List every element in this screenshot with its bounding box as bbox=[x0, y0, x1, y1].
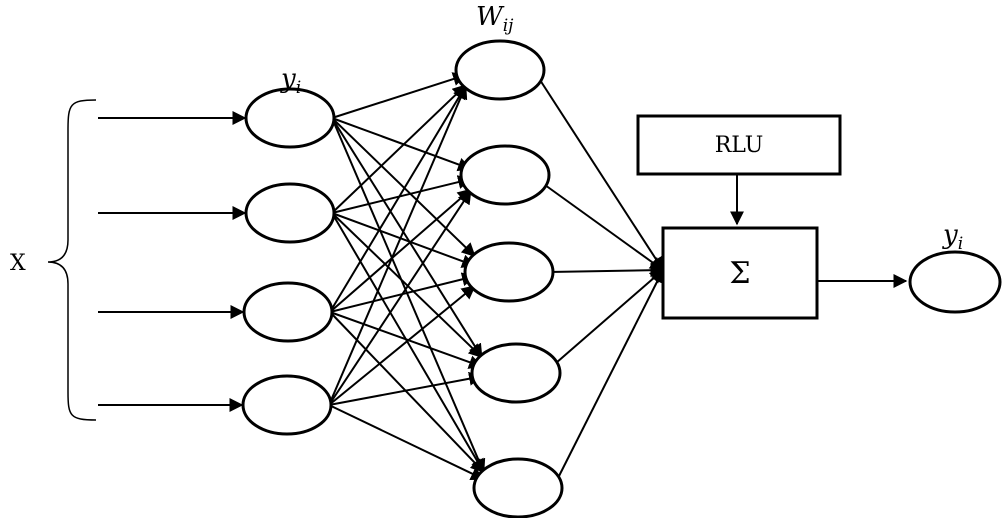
weights-label-sub: ij bbox=[503, 16, 514, 36]
input-node-label-sub: i bbox=[296, 78, 301, 98]
connection-edge bbox=[329, 311, 485, 474]
connection-edge bbox=[328, 84, 468, 406]
input-hidden-connections bbox=[328, 72, 486, 481]
hidden-to-sum-edge bbox=[539, 79, 664, 272]
input-label: X bbox=[10, 251, 26, 276]
input-arrows bbox=[98, 111, 247, 412]
input-node-label-main: y bbox=[280, 64, 296, 94]
output-node bbox=[908, 250, 1002, 314]
connection-edge bbox=[328, 404, 485, 481]
hidden-sum-connections bbox=[539, 79, 665, 479]
connection-edge bbox=[328, 285, 476, 406]
connection-edge bbox=[331, 117, 476, 258]
connection-edge bbox=[331, 117, 486, 474]
hidden-to-sum-edge bbox=[555, 269, 665, 364]
output-node-label: yi bbox=[942, 220, 963, 254]
connection-edge bbox=[329, 84, 467, 313]
sum-box bbox=[661, 226, 819, 320]
input-node bbox=[242, 281, 334, 343]
connection-edge bbox=[331, 84, 467, 214]
connection-edge bbox=[331, 175, 473, 214]
connection-edge bbox=[329, 311, 483, 369]
hidden-node bbox=[463, 241, 555, 303]
input-node bbox=[244, 87, 336, 149]
hidden-layer bbox=[454, 39, 564, 519]
input-layer bbox=[241, 87, 336, 436]
hidden-to-sum-edge bbox=[544, 184, 665, 271]
connection-edge bbox=[331, 72, 468, 119]
connection-edge bbox=[329, 188, 472, 313]
sum-symbol: Σ bbox=[729, 256, 750, 291]
connection-edge bbox=[331, 117, 472, 172]
weights-label-main: W bbox=[476, 2, 505, 32]
hidden-node bbox=[459, 144, 551, 206]
connection-edge bbox=[331, 212, 485, 474]
activation-box bbox=[636, 114, 842, 176]
output-node-label-sub: i bbox=[958, 234, 963, 254]
connection-edge bbox=[331, 117, 483, 359]
connection-edge bbox=[328, 189, 472, 406]
weights-label: Wij bbox=[476, 2, 514, 36]
hidden-to-sum-edge bbox=[557, 268, 664, 479]
connection-edge bbox=[331, 212, 476, 268]
hidden-node bbox=[472, 457, 564, 519]
input-node bbox=[244, 182, 336, 244]
hidden-node bbox=[470, 342, 562, 404]
hidden-to-sum-edge bbox=[548, 263, 665, 278]
hidden-node bbox=[454, 39, 546, 101]
connection-edge bbox=[328, 371, 484, 406]
input-bracket bbox=[47, 99, 97, 421]
input-node bbox=[241, 374, 333, 436]
output-node-label-main: y bbox=[942, 220, 958, 250]
connection-edge bbox=[331, 212, 483, 359]
activation-label: RLU bbox=[715, 133, 764, 158]
input-node-label: yi bbox=[280, 64, 301, 98]
